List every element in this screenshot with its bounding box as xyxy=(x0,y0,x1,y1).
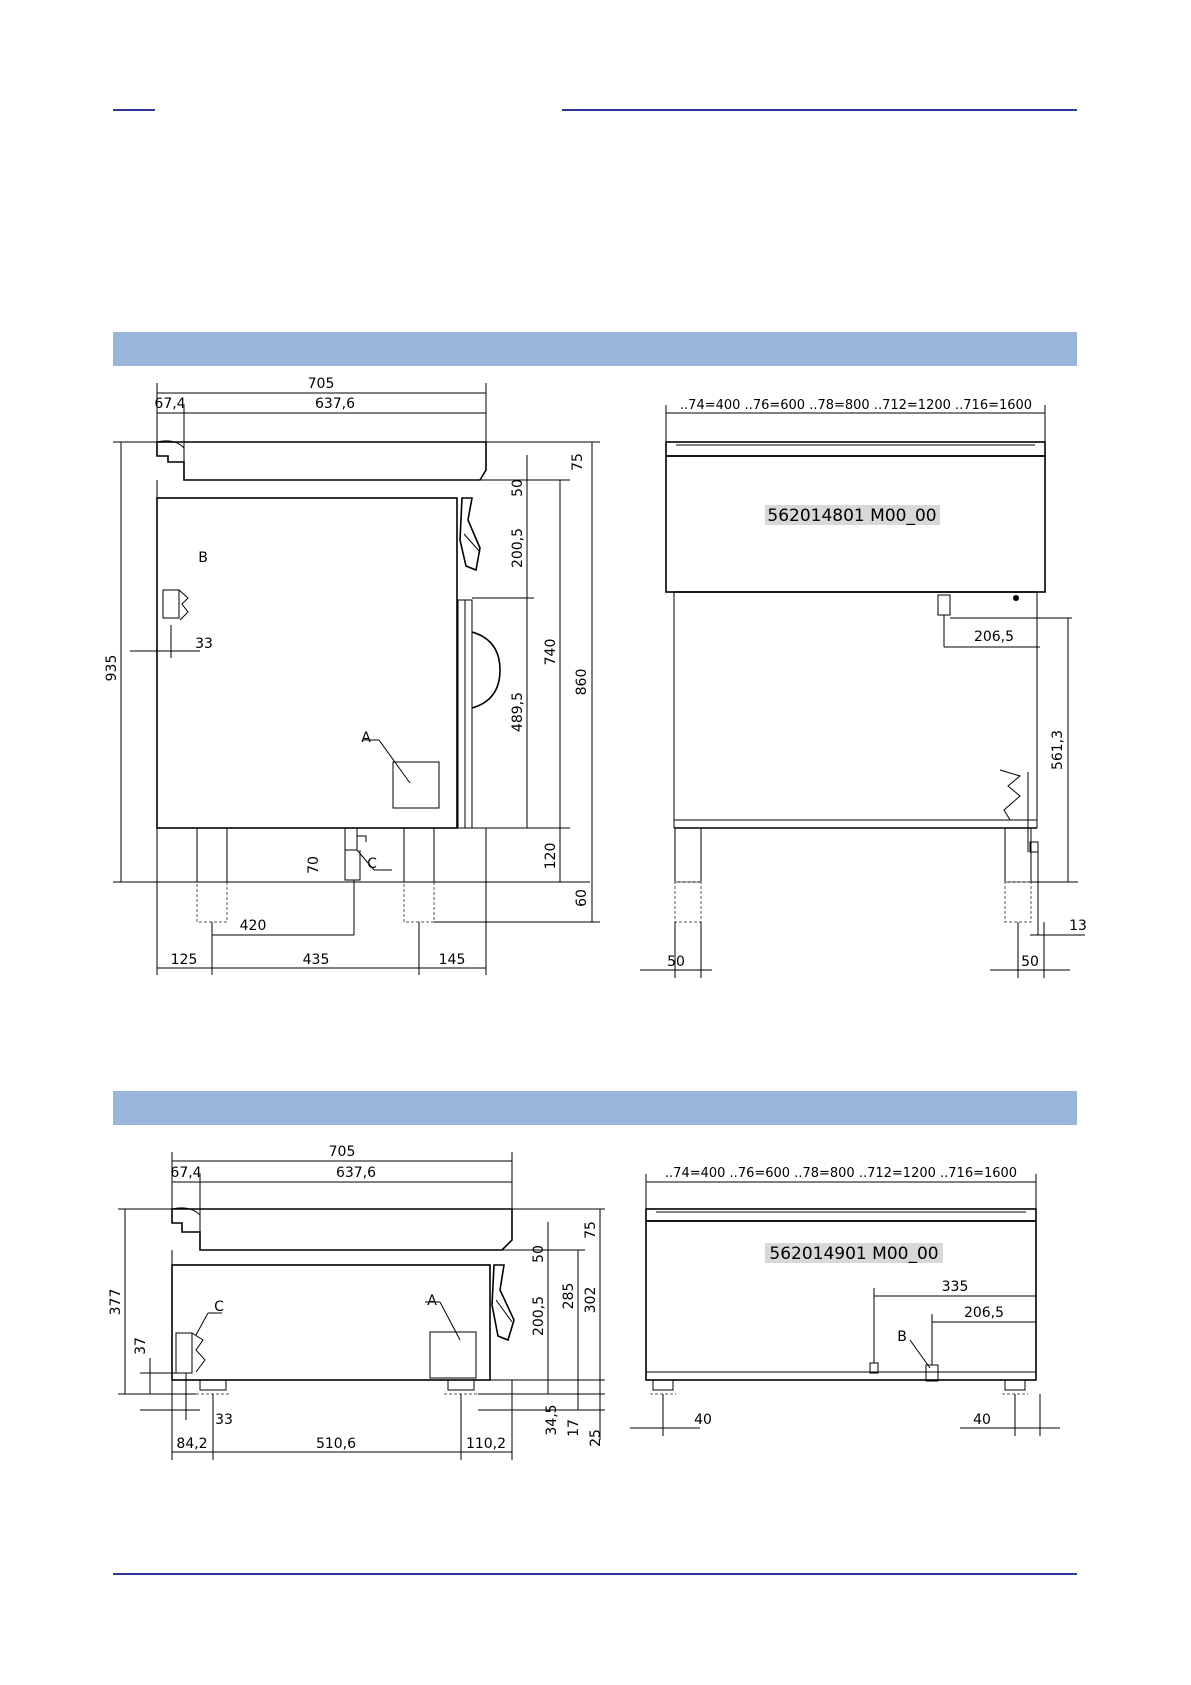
dim-145: 145 xyxy=(439,952,466,968)
label-c: C xyxy=(367,856,377,872)
dim2-110-2: 110,2 xyxy=(466,1436,506,1452)
dim2-200-5: 200,5 xyxy=(531,1296,547,1336)
label2-b: B xyxy=(897,1329,907,1345)
dim-50-front-right: 50 xyxy=(1021,954,1039,970)
connection-b xyxy=(162,589,180,619)
section-band-2 xyxy=(113,1091,1077,1125)
dim2-302: 302 xyxy=(583,1287,599,1314)
dim2-75: 75 xyxy=(583,1221,599,1239)
dim-489-5: 489,5 xyxy=(510,692,526,732)
dim-200-5: 200,5 xyxy=(510,528,526,568)
dim2-335: 335 xyxy=(942,1279,969,1295)
header-rule-left xyxy=(113,109,155,111)
dim-60: 60 xyxy=(574,889,590,907)
label2-c: C xyxy=(214,1299,224,1315)
front-widths-1: ..74=400 ..76=600 ..78=800 ..712=1200 ..… xyxy=(680,398,1032,413)
dim2-34-5: 34,5 xyxy=(544,1404,560,1435)
box-a-2 xyxy=(429,1331,477,1379)
connection-c xyxy=(344,827,358,851)
dim-637-6: 637,6 xyxy=(315,396,355,412)
code-highlight-2 xyxy=(765,1243,943,1263)
worktop-2 xyxy=(171,1208,513,1251)
dim2-637-6: 637,6 xyxy=(336,1165,376,1181)
dim2-377: 377 xyxy=(108,1289,124,1316)
code-highlight-1 xyxy=(765,505,940,525)
dim-435: 435 xyxy=(303,952,330,968)
dim2-17: 17 xyxy=(566,1419,582,1437)
front-connection xyxy=(937,594,951,616)
footer-rule xyxy=(113,1573,1077,1575)
body xyxy=(156,497,458,829)
front-view-2 xyxy=(630,1174,1060,1436)
dim2-33: 33 xyxy=(215,1412,233,1428)
body-2 xyxy=(171,1264,491,1381)
dim-420: 420 xyxy=(240,918,267,934)
dim2-67-4: 67,4 xyxy=(170,1165,201,1181)
dim-935: 935 xyxy=(104,655,120,682)
dim2-285: 285 xyxy=(561,1283,577,1310)
drawing-code-2: 562014901 M00_00 xyxy=(769,1244,938,1264)
dim-860: 860 xyxy=(574,669,590,696)
dim2-206-5: 206,5 xyxy=(964,1305,1004,1321)
header-rule-right xyxy=(562,109,1077,111)
dim-75: 75 xyxy=(570,453,586,471)
front-worktop-2 xyxy=(645,1208,1037,1222)
dim2-25: 25 xyxy=(588,1429,604,1447)
label2-a: A xyxy=(427,1293,437,1309)
front-worktop xyxy=(665,441,1046,457)
dim2-84-2: 84,2 xyxy=(176,1436,207,1452)
front-view-1 xyxy=(640,405,1085,978)
side-view-2 xyxy=(118,1152,605,1460)
connection-c-2 xyxy=(175,1332,193,1374)
dim2-50: 50 xyxy=(531,1245,547,1263)
dim-125: 125 xyxy=(171,952,198,968)
front-leg-left xyxy=(674,827,702,883)
control-knob xyxy=(459,497,481,572)
side-view-1 xyxy=(113,383,600,975)
drawing-code-1: 562014801 M00_00 xyxy=(767,506,936,526)
worktop-lip xyxy=(156,440,185,449)
front-panel-2 xyxy=(645,1220,1037,1381)
door-handle xyxy=(471,631,501,709)
dim-705: 705 xyxy=(308,376,335,392)
label-a: A xyxy=(361,730,371,746)
front-connection-b xyxy=(925,1364,939,1382)
dim2-40-left: 40 xyxy=(694,1412,712,1428)
dim2-40-right: 40 xyxy=(973,1412,991,1428)
dim2-705: 705 xyxy=(329,1144,356,1160)
section-band-1 xyxy=(113,332,1077,366)
leg-right xyxy=(403,827,435,883)
dim2-37: 37 xyxy=(133,1337,149,1355)
dim-67-4: 67,4 xyxy=(154,396,185,412)
dim-561-3: 561,3 xyxy=(1050,730,1066,770)
control-knob-2 xyxy=(491,1264,515,1342)
dim-33: 33 xyxy=(195,636,213,652)
front-leg-right xyxy=(1004,827,1032,883)
dim-50-front-left: 50 xyxy=(667,954,685,970)
box-a xyxy=(392,761,440,809)
dim-70: 70 xyxy=(306,856,322,874)
dim-13: 13 xyxy=(1069,918,1087,934)
dim-50: 50 xyxy=(510,479,526,497)
dim-206-5-front: 206,5 xyxy=(974,629,1014,645)
dim-740: 740 xyxy=(543,639,559,666)
worktop xyxy=(156,441,487,481)
label-b: B xyxy=(198,550,208,566)
dim2-510-6: 510,6 xyxy=(316,1436,356,1452)
front-widths-2: ..74=400 ..76=600 ..78=800 ..712=1200 ..… xyxy=(665,1166,1017,1181)
dim-120: 120 xyxy=(543,843,559,870)
break-mark xyxy=(999,769,1022,821)
leg-left xyxy=(196,827,228,883)
